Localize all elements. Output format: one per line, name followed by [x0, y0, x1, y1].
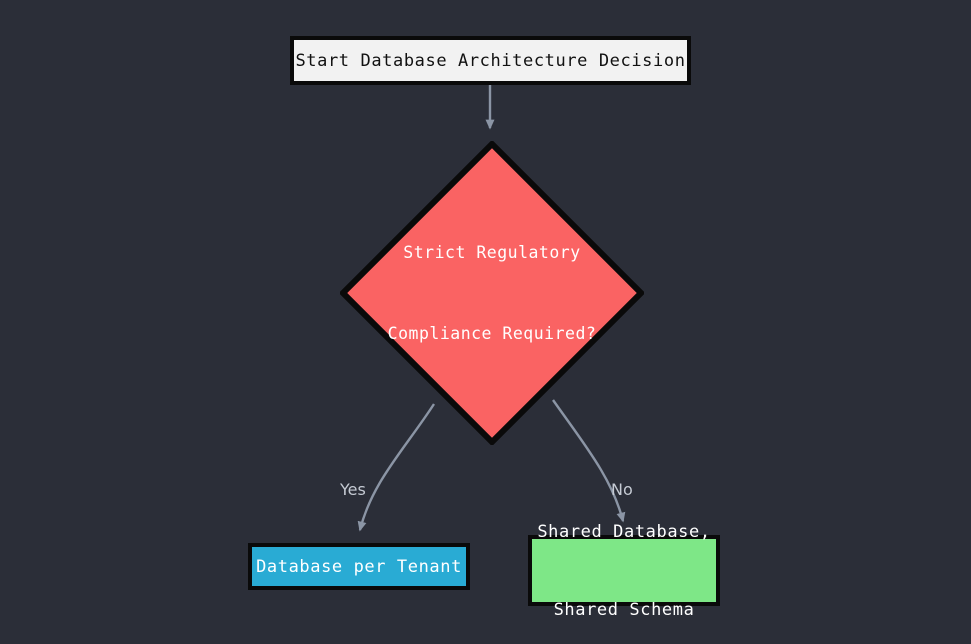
- node-shared-label: Shared Database, Shared Schema: [537, 467, 710, 644]
- node-decision-label-line2: Compliance Required?: [387, 324, 597, 343]
- node-start-database-architecture-decision[interactable]: Start Database Architecture Decision: [290, 36, 691, 85]
- node-tenant-label: Database per Tenant: [256, 556, 462, 577]
- node-decision-label-line1: Strict Regulatory: [403, 243, 581, 262]
- node-shared-label-line1: Shared Database,: [537, 521, 711, 542]
- edge-label-no: No: [611, 480, 633, 499]
- node-decision-strict-regulatory-compliance[interactable]: Strict Regulatory Compliance Required?: [340, 141, 644, 445]
- diamond-shape: [340, 141, 644, 445]
- node-shared-database-shared-schema[interactable]: Shared Database, Shared Schema: [528, 522, 720, 620]
- edge-label-yes: Yes: [340, 480, 366, 499]
- node-start-label: Start Database Architecture Decision: [295, 50, 686, 71]
- node-decision-label: Strict Regulatory Compliance Required?: [388, 185, 597, 401]
- node-shared-label-line2: Shared Schema: [553, 599, 695, 620]
- node-database-per-tenant[interactable]: Database per Tenant: [248, 543, 470, 590]
